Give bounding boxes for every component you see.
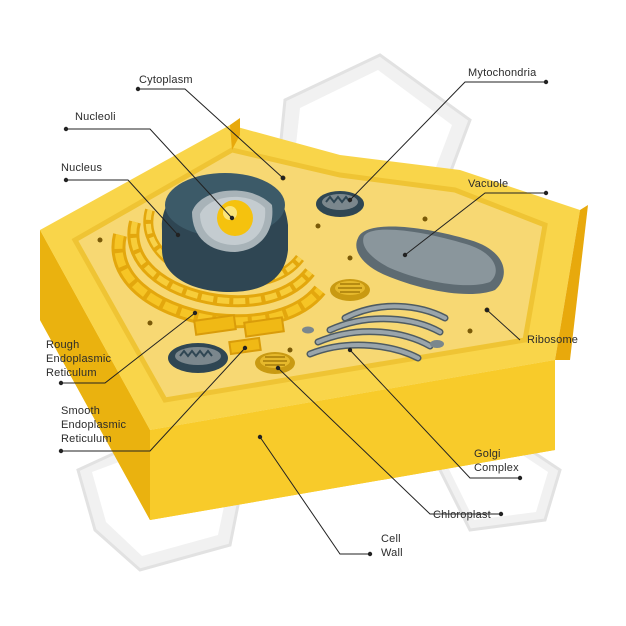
label-smooth-er-line3: Reticulum	[61, 433, 112, 445]
label-rough-er-line1: Rough	[46, 339, 80, 351]
label-vacuole: Vacuole	[468, 178, 509, 190]
label-smooth-er-line1: Smooth	[61, 405, 101, 417]
label-golgi-line1: Golgi	[474, 448, 501, 460]
label-rough-er-line3: Reticulum	[46, 367, 97, 379]
label-rough-er-line2: Endoplasmic	[46, 353, 112, 365]
label-nucleus: Nucleus	[61, 162, 103, 174]
label-chloroplast: Chloroplast	[433, 509, 491, 521]
mitochondrion-top	[316, 191, 364, 217]
label-ribosome: Ribosome	[527, 334, 579, 346]
label-smooth-er: Smooth Endoplasmic Reticulum	[61, 404, 126, 446]
label-rough-er: Rough Endoplasmic Reticulum	[46, 338, 111, 380]
leader-lines	[61, 81, 546, 555]
label-nucleoli: Nucleoli	[75, 111, 116, 123]
mitochondrion-bottom	[168, 343, 228, 373]
label-cell-wall: Cell Wall	[381, 532, 403, 560]
leader-dots	[58, 79, 549, 557]
label-smooth-er-line2: Endoplasmic	[61, 419, 127, 431]
chloroplast-1	[330, 279, 370, 301]
vacuole	[356, 226, 504, 295]
label-golgi: Golgi Complex	[474, 447, 519, 475]
nucleolus	[217, 200, 253, 236]
label-cell-wall-line1: Cell	[381, 533, 401, 545]
nucleus	[161, 173, 288, 292]
label-cytoplasm: Cytoplasm	[139, 74, 193, 86]
label-cell-wall-line2: Wall	[381, 547, 403, 559]
label-mitochondria: Mytochondria	[468, 67, 537, 79]
golgi-complex	[302, 302, 449, 362]
label-golgi-line2: Complex	[474, 462, 519, 474]
chloroplast-2	[255, 352, 295, 374]
